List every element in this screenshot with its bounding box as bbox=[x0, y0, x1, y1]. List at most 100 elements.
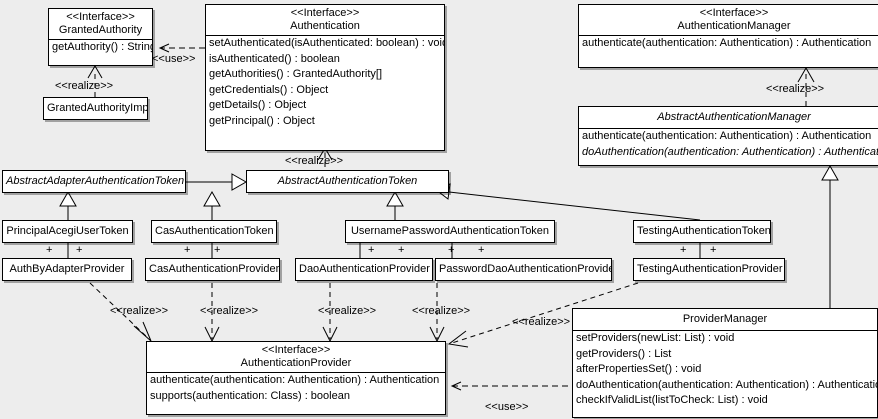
class-header: AbstractAuthenticationManager bbox=[579, 107, 878, 128]
class-name-label: Authentication bbox=[290, 20, 360, 32]
method-item: supports(authentication: Class) : boolea… bbox=[150, 389, 350, 402]
method-item: doAuthentication(authentication: Authent… bbox=[582, 145, 878, 158]
methods-compartment: setAuthenticated(isAuthenticated: boolea… bbox=[206, 35, 444, 129]
class-password-dao-authentication-provider[interactable]: PasswordDaoAuthenticationProvider bbox=[435, 258, 612, 281]
class-header: CasAuthenticationProvider bbox=[146, 259, 279, 280]
class-name-label: TestingAuthenticationProvider bbox=[637, 263, 783, 275]
assoc-marker-plus: + bbox=[710, 244, 717, 256]
class-testing-authentication-provider[interactable]: TestingAuthenticationProvider bbox=[633, 258, 785, 281]
class-header: PrincipalAcegiUserToken bbox=[3, 221, 132, 242]
method-item: getCredentials() : Object bbox=[209, 83, 329, 96]
class-granted-authority[interactable]: <<Interface>> GrantedAuthority getAuthor… bbox=[48, 8, 153, 66]
edge-label-realize-cas-provider: <<realize>> bbox=[200, 305, 259, 317]
methods-compartment: setProviders(newList: List) : void getPr… bbox=[573, 330, 877, 409]
assoc-marker-plus: + bbox=[448, 244, 455, 256]
assoc-marker-plus: + bbox=[478, 244, 485, 256]
class-abstract-authentication-manager[interactable]: AbstractAuthenticationManager authentica… bbox=[578, 106, 878, 166]
methods-compartment: authenticate(authentication: Authenticat… bbox=[147, 372, 445, 404]
class-authentication-manager[interactable]: <<Interface>> AuthenticationManager auth… bbox=[578, 4, 878, 68]
class-name-label: AuthenticationManager bbox=[677, 20, 791, 32]
class-cas-authentication-provider[interactable]: CasAuthenticationProvider bbox=[145, 258, 280, 281]
class-name-label: AuthByAdapterProvider bbox=[9, 263, 125, 275]
class-name-label: DaoAuthenticationProvider bbox=[299, 263, 430, 275]
class-header: AuthByAdapterProvider bbox=[3, 259, 131, 280]
class-name-label: TestingAuthenticationToken bbox=[637, 225, 771, 237]
class-name-label: AbstractAuthenticationManager bbox=[657, 111, 811, 123]
stereotype-label: <<Interface>> bbox=[699, 7, 769, 19]
stereotype-label: <<Interface>> bbox=[290, 7, 360, 19]
method-item: checkIfValidList(listToCheck: List) : vo… bbox=[576, 394, 768, 406]
method-item: authenticate(authentication: Authenticat… bbox=[582, 37, 872, 49]
class-testing-authentication-token[interactable]: TestingAuthenticationToken bbox=[633, 220, 771, 243]
assoc-marker-plus: + bbox=[368, 244, 375, 256]
method-item: afterPropertiesSet() : void bbox=[576, 363, 702, 375]
method-item: isAuthenticated() : boolean bbox=[209, 52, 340, 65]
class-header: <<Interface>> GrantedAuthority bbox=[49, 9, 152, 39]
assoc-marker-plus: + bbox=[680, 244, 687, 256]
class-name-label: AbstractAuthenticationToken bbox=[277, 175, 418, 187]
method-item: getDetails() : Object bbox=[209, 99, 307, 111]
edge-label-realize-authentication-manager: <<realize>> bbox=[766, 83, 825, 95]
class-header: AbstractAdapterAuthenticationToken bbox=[3, 171, 185, 192]
class-header: GrantedAuthorityImpl bbox=[44, 98, 147, 119]
class-authentication[interactable]: <<Interface>> Authentication setAuthenti… bbox=[205, 4, 445, 151]
class-username-password-authentication-token[interactable]: UsernamePasswordAuthenticationToken bbox=[345, 220, 555, 243]
method-item: getAuthority() : String bbox=[52, 41, 153, 53]
class-abstract-adapter-authentication-token[interactable]: AbstractAdapterAuthenticationToken bbox=[2, 170, 186, 193]
edge-label-realize-authentication: <<realize>> bbox=[285, 155, 344, 167]
class-name-label: PrincipalAcegiUserToken bbox=[6, 225, 129, 237]
methods-compartment: authenticate(authentication: Authenticat… bbox=[579, 128, 878, 160]
method-item: doAuthentication(authentication: Authent… bbox=[576, 378, 878, 391]
assoc-marker-plus: + bbox=[46, 244, 53, 256]
class-abstract-authentication-token[interactable]: AbstractAuthenticationToken bbox=[246, 170, 449, 193]
class-header: CasAuthenticationToken bbox=[152, 221, 276, 242]
class-header: <<Interface>> AuthenticationProvider bbox=[147, 342, 445, 372]
method-item: authenticate(authentication: Authenticat… bbox=[150, 374, 440, 386]
class-provider-manager[interactable]: ProviderManager setProviders(newList: Li… bbox=[572, 308, 878, 418]
class-header: TestingAuthenticationToken bbox=[634, 221, 770, 242]
method-item: getAuthorities() : GrantedAuthority[] bbox=[209, 68, 383, 80]
class-name-label: GrantedAuthorityImpl bbox=[47, 102, 148, 114]
stereotype-label: <<Interface>> bbox=[66, 11, 135, 23]
class-header: AbstractAuthenticationToken bbox=[247, 171, 448, 192]
class-name-label: UsernamePasswordAuthenticationToken bbox=[350, 225, 550, 237]
method-item: setProviders(newList: List) : void bbox=[576, 332, 735, 344]
class-name-label: GrantedAuthority bbox=[58, 24, 143, 36]
edge-label-use-granted-authority: <<use>> bbox=[152, 53, 196, 65]
class-header: UsernamePasswordAuthenticationToken bbox=[346, 221, 554, 242]
class-cas-authentication-token[interactable]: CasAuthenticationToken bbox=[151, 220, 277, 243]
method-item: getPrincipal() : Object bbox=[209, 114, 315, 127]
stereotype-label: <<Interface>> bbox=[261, 344, 331, 356]
class-header: TestingAuthenticationProvider bbox=[634, 259, 784, 280]
class-name-label: AbstractAdapterAuthenticationToken bbox=[6, 175, 185, 187]
edge-label-realize-granted-authority-impl: <<realize>> bbox=[55, 80, 114, 92]
class-name-label: CasAuthenticationToken bbox=[155, 225, 274, 237]
assoc-marker-plus: + bbox=[398, 244, 405, 256]
class-dao-authentication-provider[interactable]: DaoAuthenticationProvider bbox=[295, 258, 433, 281]
class-granted-authority-impl[interactable]: GrantedAuthorityImpl bbox=[43, 97, 148, 120]
edge-label-realize-password-dao-provider: <<realize>> bbox=[412, 305, 471, 317]
class-name-label: PasswordDaoAuthenticationProvider bbox=[439, 263, 612, 275]
class-header: DaoAuthenticationProvider bbox=[296, 259, 432, 280]
assoc-marker-plus: + bbox=[76, 244, 83, 256]
class-header: ProviderManager bbox=[573, 309, 877, 330]
class-header: PasswordDaoAuthenticationProvider bbox=[436, 259, 611, 280]
class-name-label: ProviderManager bbox=[682, 313, 768, 325]
edge-label-realize-dao-provider: <<realize>> bbox=[318, 305, 377, 317]
method-item: setAuthenticated(isAuthenticated: boolea… bbox=[209, 37, 445, 49]
method-item: getProviders() : List bbox=[576, 347, 672, 360]
class-name-label: CasAuthenticationProvider bbox=[149, 263, 280, 275]
class-header: <<Interface>> Authentication bbox=[206, 5, 444, 35]
class-authentication-provider[interactable]: <<Interface>> AuthenticationProvider aut… bbox=[146, 341, 446, 415]
class-header: <<Interface>> AuthenticationManager bbox=[579, 5, 878, 35]
edge-label-realize-auth-by-adapter: <<realize>> bbox=[110, 305, 169, 317]
method-item: authenticate(authentication: Authenticat… bbox=[582, 130, 872, 142]
assoc-marker-plus: + bbox=[184, 244, 191, 256]
assoc-marker-plus: + bbox=[214, 244, 221, 256]
class-auth-by-adapter-provider[interactable]: AuthByAdapterProvider bbox=[2, 258, 132, 281]
class-principal-acegi-user-token[interactable]: PrincipalAcegiUserToken bbox=[2, 220, 133, 243]
class-name-label: AuthenticationProvider bbox=[240, 357, 352, 369]
edge-label-use-provider-manager: <<use>> bbox=[485, 401, 529, 413]
edge-label-realize-testing-provider: <<realize>> bbox=[512, 316, 571, 328]
